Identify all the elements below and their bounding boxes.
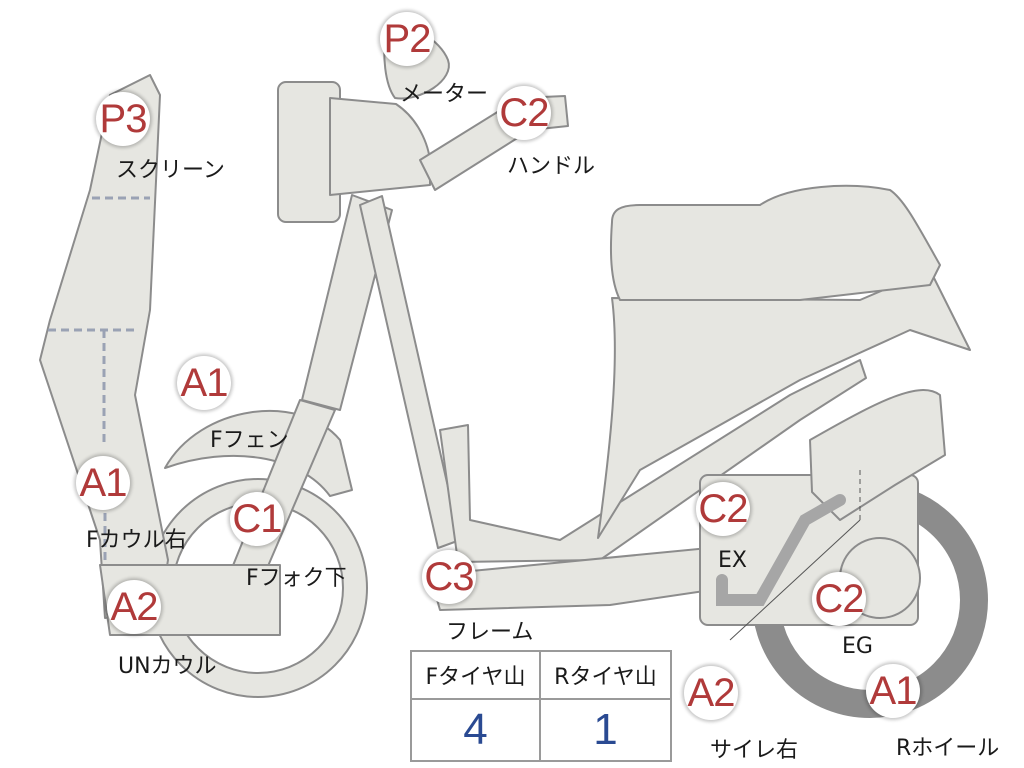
- grade-badge-handle: C2: [497, 86, 551, 140]
- part-label-exhaust: EX: [718, 548, 747, 573]
- front-tread-value: 4: [412, 700, 541, 760]
- front-tread-header: Fタイヤ山: [412, 652, 541, 700]
- grade-badge-frame: C3: [422, 550, 476, 604]
- part-label-meter: メーター: [400, 82, 489, 107]
- part-label-screen: スクリーン: [116, 158, 225, 183]
- rear-tread-header: Rタイヤ山: [541, 652, 670, 700]
- grade-badge-engine: C2: [812, 572, 866, 626]
- part-label-under-cowl: UNカウル: [118, 654, 217, 679]
- seat: [609, 184, 941, 301]
- grade-badge-screen: P3: [96, 92, 150, 146]
- part-label-frame: フレーム: [446, 620, 534, 645]
- head-cover: [329, 97, 432, 196]
- part-label-handle: ハンドル: [507, 154, 596, 179]
- part-label-engine: EG: [842, 634, 873, 659]
- grade-badge-muffler-right: A2: [684, 666, 738, 720]
- grade-badge-under-cowl: A2: [107, 580, 161, 634]
- part-label-front-fender: Fフェン: [210, 428, 289, 453]
- grade-badge-front-fender: A1: [177, 356, 231, 410]
- grade-badge-meter: P2: [380, 12, 434, 66]
- part-label-fork-lower: Fフォク下: [246, 566, 347, 591]
- frame-column: [359, 195, 461, 549]
- main-frame: [439, 359, 867, 563]
- rear-tread-value: 1: [593, 705, 618, 754]
- grade-badge-front-cowl-right: A1: [76, 456, 130, 510]
- grade-badge-fork-lower: C1: [230, 492, 284, 546]
- rear-body: [597, 269, 971, 539]
- part-label-front-cowl-right: Fカウル右: [86, 528, 187, 553]
- tire-tread-table: Fタイヤ山 Rタイヤ山 4 1: [410, 650, 672, 762]
- rear-shock: [809, 389, 946, 521]
- exhaust-pipe: [716, 494, 846, 606]
- grade-badge-rear-wheel: A1: [866, 664, 920, 718]
- part-label-muffler-right: サイレ右: [710, 738, 799, 763]
- part-label-rear-wheel: Rホイール: [896, 736, 1000, 761]
- grade-badge-exhaust: C2: [696, 482, 750, 536]
